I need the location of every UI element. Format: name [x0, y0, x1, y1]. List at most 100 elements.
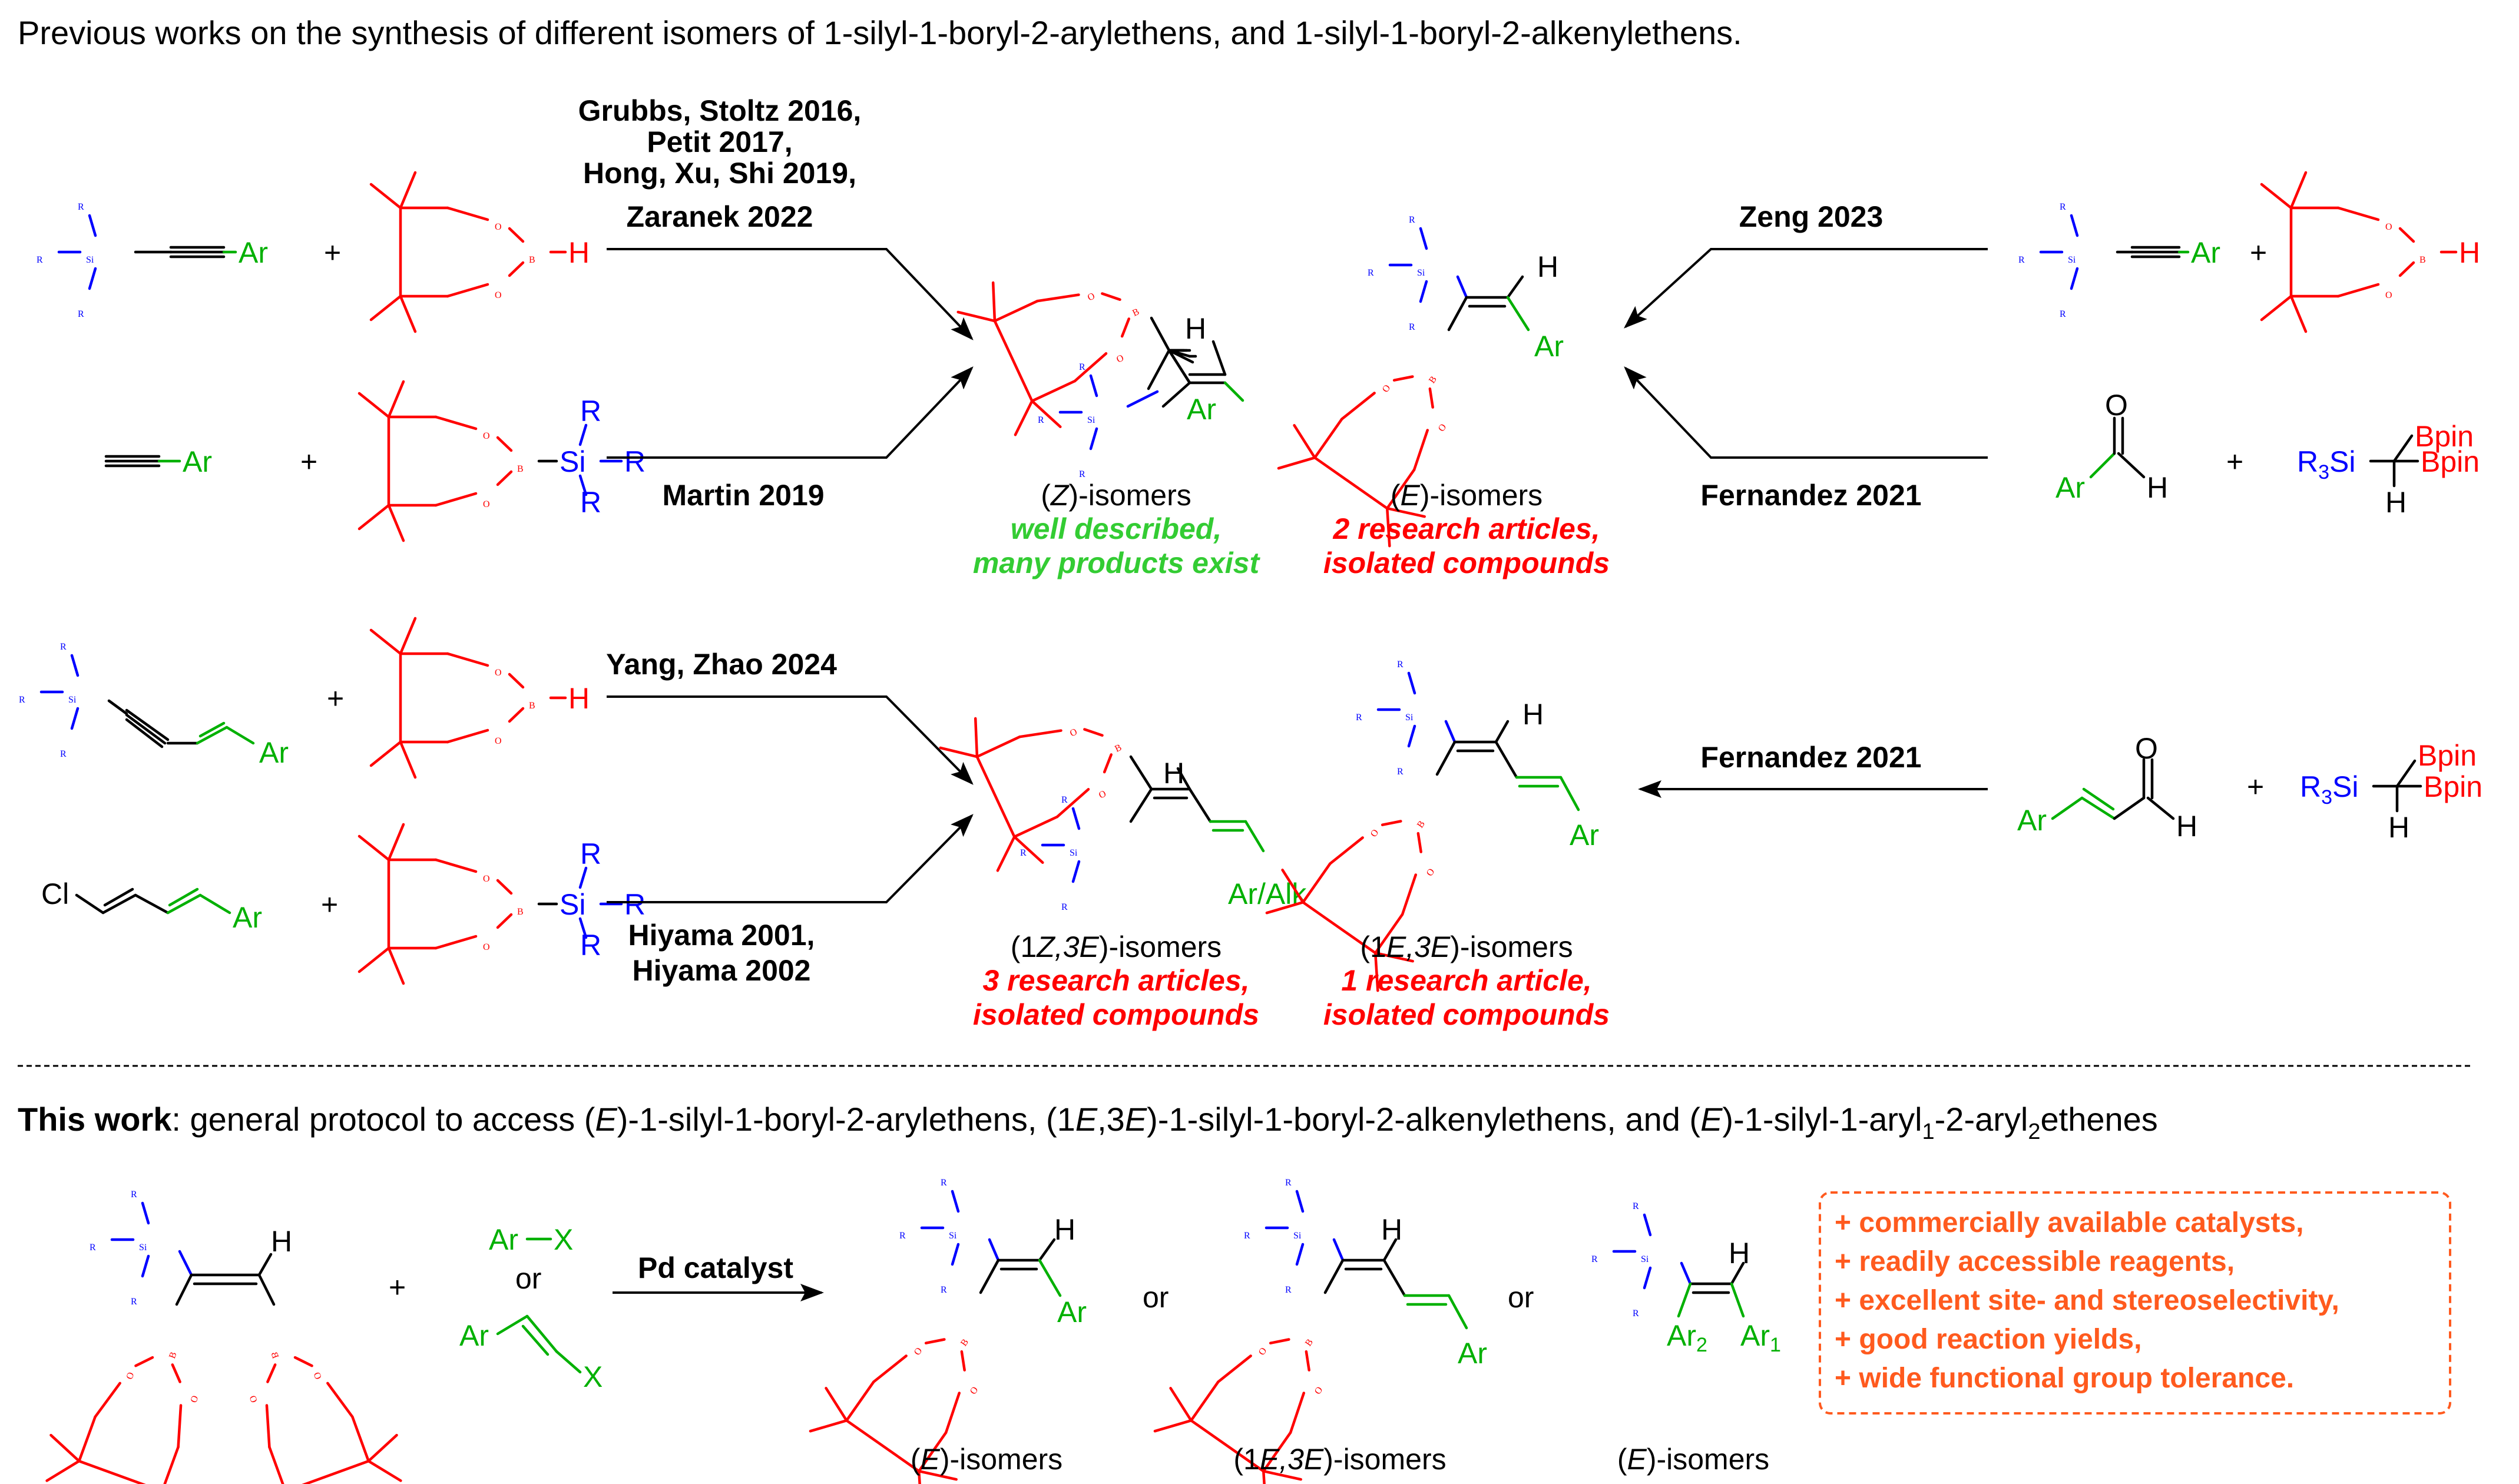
- reactant-chlorodiene: Cl Ar: [41, 877, 262, 934]
- ref-martin: Martin 2019: [662, 479, 824, 512]
- atom-h: H: [2147, 471, 2168, 504]
- aryl-halide: Ar X: [489, 1223, 573, 1256]
- atom-ar: Ar: [233, 901, 262, 934]
- scheme-title: Previous works on the synthesis of diffe…: [18, 14, 1742, 51]
- note-1z3e-line2: isolated compounds: [973, 998, 1259, 1031]
- arrow-zeng: [1624, 248, 1988, 329]
- reactant-aldehyde: Ar O H: [2055, 389, 2168, 504]
- reactant-enal: Ar O H: [2017, 732, 2197, 843]
- label-this-work-e-diaryl-isomers: (E)-isomers: [1617, 1443, 1769, 1476]
- atom-ar: Ar: [489, 1223, 518, 1256]
- arrow-hiyama: [607, 814, 974, 903]
- atom-ar: Ar: [2017, 804, 2047, 837]
- arrow-martin: [607, 366, 974, 459]
- benefit-item: + excellent site- and stereoselectivity,: [1835, 1285, 2339, 1316]
- atom-ar: Ar: [183, 445, 212, 478]
- atom-h: H: [568, 682, 590, 715]
- benefit-item: + commercially available catalysts,: [1835, 1207, 2304, 1238]
- label-this-work-1e3e-isomers: (1E,3E)-isomers: [1233, 1443, 1446, 1476]
- atom-h: H: [2459, 236, 2480, 269]
- atom-r: R: [624, 445, 646, 478]
- reagent-pinacolborane: H: [371, 173, 590, 332]
- ref-zeng: Zeng 2023: [1739, 200, 1884, 233]
- benefit-item: + wide functional group tolerance.: [1835, 1363, 2294, 1394]
- atom-ar: Ar: [239, 236, 268, 269]
- atom-ar2: Ar2: [1667, 1319, 1707, 1356]
- label-1z3e-isomers: (1Z,3E)-isomers: [1011, 930, 1222, 963]
- plus-sign: +: [2226, 445, 2243, 478]
- reagent-bis-bpin-methylsilane: R3Si Bpin Bpin H: [2297, 420, 2480, 519]
- atom-h: H: [1054, 1213, 1075, 1246]
- label-e-isomers: (E)-isomers: [1391, 479, 1542, 512]
- atom-ar: Ar: [1534, 330, 1564, 363]
- plus-sign: +: [324, 236, 341, 269]
- atom-r: R: [580, 486, 601, 519]
- note-1e3e-line2: isolated compounds: [1323, 998, 1610, 1031]
- plus-sign: +: [2247, 770, 2264, 803]
- atom-ar: Ar: [1570, 819, 1599, 852]
- atom-bpin: Bpin: [2418, 739, 2477, 772]
- label-this-work-e-isomers: (E)-isomers: [911, 1443, 1062, 1476]
- note-e-line1: 2 research articles,: [1332, 512, 1600, 545]
- reactant-silyl-alkyne: Ar: [37, 202, 268, 319]
- label-z-isomers: (Z)-isomers: [1041, 479, 1191, 512]
- product-1z3e-isomer: H Ar/Alk: [935, 668, 1307, 912]
- atom-ar: Ar: [1057, 1296, 1087, 1329]
- plus-sign: +: [2250, 236, 2267, 269]
- this-work-product-1e3e-dienyl: H Ar: [1146, 1178, 1487, 1484]
- ref-hiyama-line1: Hiyama 2001,: [628, 919, 815, 952]
- benefits-box: [1819, 1191, 2451, 1415]
- atom-r: R: [580, 837, 601, 870]
- ref-grubbs-line1: Grubbs, Stoltz 2016,: [578, 94, 862, 127]
- ref-grubbs-line4: Zaranek 2022: [627, 200, 813, 233]
- atom-o: O: [2135, 732, 2158, 765]
- atom-ar: Ar: [459, 1319, 489, 1352]
- ref-fernandez-b: Fernandez 2021: [1700, 741, 1921, 774]
- reactant-silyl-alkyne-right: Ar: [2018, 202, 2220, 319]
- reagent-silylboronate-row4: Si R R R: [359, 824, 646, 983]
- atom-h: H: [1185, 312, 1206, 345]
- atom-bpin: Bpin: [2421, 445, 2480, 478]
- catalyst-label: Pd catalyst: [638, 1251, 793, 1284]
- atom-r: R: [624, 888, 646, 921]
- atom-ar: Ar: [1187, 393, 1216, 426]
- ref-fernandez-a: Fernandez 2021: [1700, 479, 1921, 512]
- or-text: or: [1143, 1281, 1169, 1314]
- atom-bpin: Bpin: [2424, 770, 2482, 803]
- atom-ar: Ar: [1458, 1337, 1487, 1370]
- atom-r3si: R3Si: [2300, 770, 2359, 809]
- ref-grubbs-line2: Petit 2017,: [647, 125, 792, 158]
- atom-h: H: [1729, 1237, 1750, 1270]
- ref-yang: Yang, Zhao 2024: [606, 648, 837, 681]
- note-1z3e-line1: 3 research articles,: [982, 964, 1249, 997]
- reagent-pinacolborane-right: H: [2262, 173, 2480, 332]
- plus-sign: +: [300, 445, 317, 478]
- atom-h: H: [1522, 698, 1544, 731]
- alkenyl-halide: Ar X: [459, 1314, 603, 1393]
- atom-x: X: [554, 1223, 573, 1256]
- atom-r: R: [580, 395, 601, 428]
- note-z-line2: many products exist: [973, 546, 1261, 579]
- atom-si: Si: [560, 445, 585, 478]
- note-z-line1: well described,: [1011, 512, 1222, 545]
- reagent-pinacolborane-row3: H: [371, 618, 590, 777]
- ref-hiyama-line2: Hiyama 2002: [632, 954, 810, 987]
- atom-x: X: [583, 1360, 603, 1393]
- this-work-product-e-aryl: H Ar: [801, 1178, 1087, 1484]
- plus-sign: +: [327, 682, 344, 715]
- arrow-grubbs: [607, 248, 974, 340]
- benefit-item: + readily accessible reagents,: [1835, 1246, 2235, 1277]
- atom-ar1: Ar1: [1740, 1319, 1781, 1356]
- atom-r3si: R3Si: [2297, 445, 2356, 483]
- atom-h: H: [2176, 810, 2197, 843]
- or-text: or: [515, 1262, 541, 1295]
- reagent-bis-bpin-methylsilane-row3: R3Si Bpin Bpin H: [2300, 739, 2482, 844]
- starting-material-silyl-diborylethene: H: [36, 1190, 412, 1484]
- atom-ar: Ar: [259, 736, 289, 769]
- atom-h: H: [1381, 1213, 1402, 1246]
- arrow-fernandez-a: [1624, 366, 1988, 459]
- atom-h: H: [1537, 250, 1558, 283]
- atom-h: H: [271, 1225, 292, 1258]
- atom-ar: Ar: [2055, 471, 2085, 504]
